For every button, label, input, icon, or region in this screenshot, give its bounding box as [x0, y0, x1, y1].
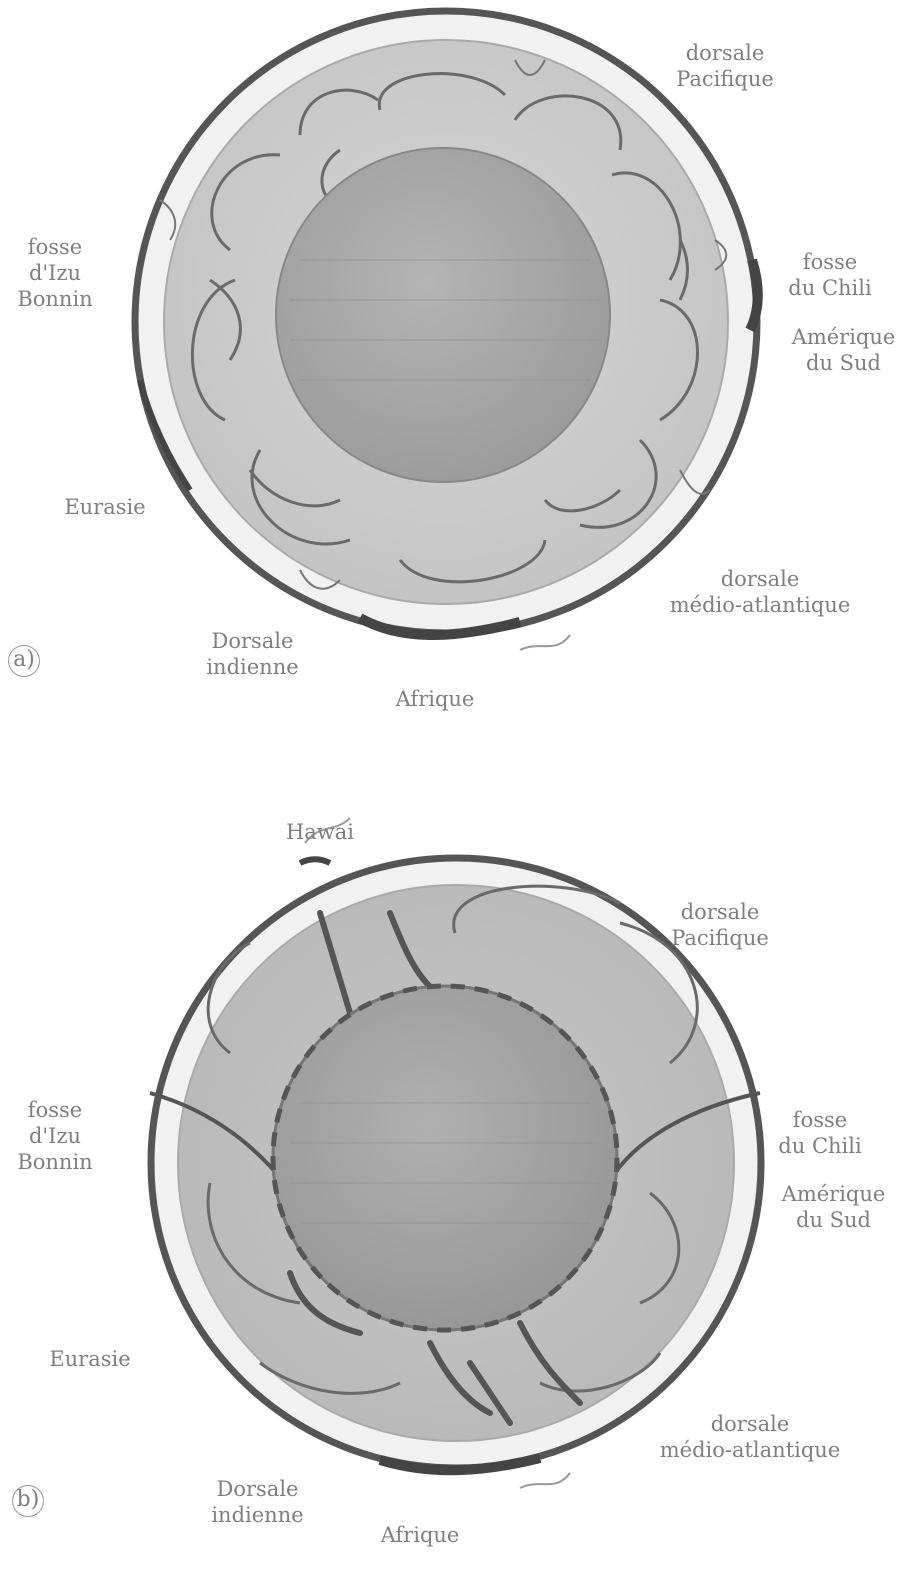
- panel-letter-a: a): [8, 645, 40, 677]
- label-afrique: Afrique: [375, 660, 495, 738]
- core: [276, 148, 610, 482]
- label-hawai: Hawai: [270, 793, 370, 871]
- label-eurasie: Eurasie: [45, 468, 165, 546]
- label-afrique: Afrique: [360, 1496, 480, 1574]
- panel-letter-b: b): [12, 1485, 44, 1517]
- label-eurasie: Eurasie: [30, 1320, 150, 1398]
